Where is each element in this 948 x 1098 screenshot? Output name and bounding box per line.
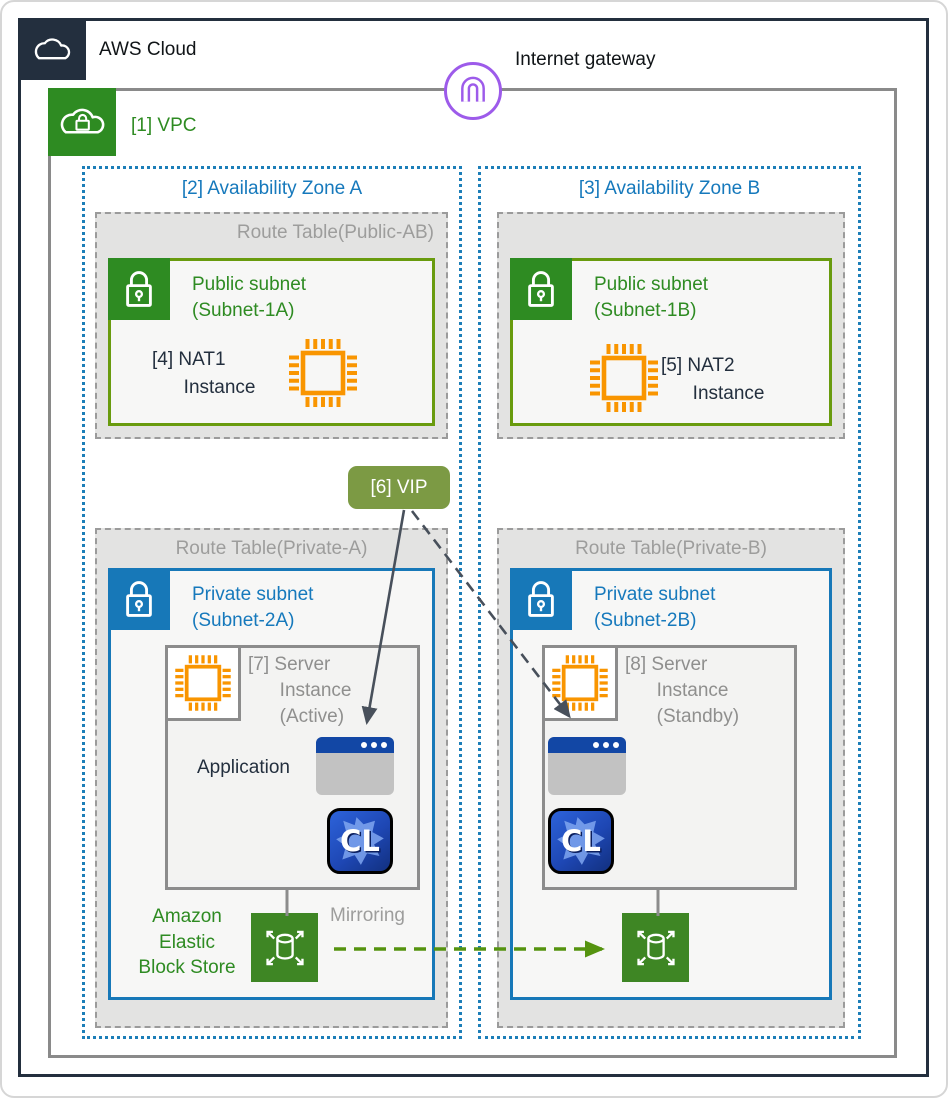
availability-zone-b: [3] Availability Zone B Public subnet (S…	[478, 166, 861, 1039]
server-standby-label: [8] Server Instance (Standby)	[625, 654, 740, 728]
app-window-titlebar	[548, 737, 626, 753]
availability-zone-a-label: [2] Availability Zone A	[181, 178, 363, 199]
aws-cloud-label: AWS Cloud	[99, 39, 197, 60]
application-window-icon	[548, 737, 626, 795]
private-subnet-lock-icon	[108, 568, 170, 630]
private-subnet-2a-title: Private subnet (Subnet-2A)	[192, 584, 314, 632]
public-subnet-1b: Public subnet (Subnet-1B) [5] NAT2 Insta…	[510, 258, 832, 426]
nat2-instance-label: [5] NAT2 Instance	[661, 355, 765, 404]
private-subnet-lock-icon	[510, 568, 572, 630]
ebs-volume-icon-b	[622, 913, 689, 982]
route-table-private-b: Route Table(Private-B) Private subnet (S…	[497, 528, 845, 1028]
cluster-software-cl-icon: CL	[327, 808, 393, 874]
server-instance-active: [7] Server Instance (Active) Application…	[165, 645, 420, 890]
app-window-titlebar	[316, 737, 394, 753]
vpc-cloud-lock-icon	[48, 88, 116, 156]
application-label: Application	[197, 757, 290, 778]
cl-badge-text: CL	[340, 824, 380, 858]
route-table-private-b-title: Route Table(Private-B)	[575, 538, 767, 559]
private-subnet-2b: Private subnet (Subnet-2B) [8] Server In…	[510, 568, 832, 1000]
mirroring-label: Mirroring	[330, 905, 405, 926]
vpc-group: [1] VPC [2] Availability Zone A Route Ta…	[48, 88, 897, 1058]
route-table-public-b: Public subnet (Subnet-1B) [5] NAT2 Insta…	[497, 212, 845, 439]
internet-gateway-label: Internet gateway	[515, 49, 656, 70]
aws-cloud-group: AWS Cloud [1] VPC [2] Availability Zone …	[18, 18, 929, 1077]
server-chip-frame	[165, 645, 241, 721]
nat2-instance-chip-icon	[586, 340, 662, 416]
private-subnet-2a: Private subnet (Subnet-2A) [7] Server In…	[108, 568, 435, 1000]
server-chip-frame	[542, 645, 618, 721]
nat1-instance-label: [4] NAT1 Instance	[152, 349, 256, 398]
server-instance-standby: [8] Server Instance (Standby) CL	[542, 645, 797, 890]
route-table-public-ab-title: Route Table(Public-AB)	[236, 222, 434, 243]
public-subnet-1a-title: Public subnet (Subnet-1A)	[192, 274, 307, 322]
ebs-label: Amazon Elastic Block Store	[138, 906, 236, 979]
public-subnet-lock-icon	[108, 258, 170, 320]
route-table-private-a: Route Table(Private-A) Private subnet (S…	[95, 528, 448, 1028]
public-subnet-1b-title: Public subnet (Subnet-1B)	[594, 274, 709, 322]
route-table-public-ab: Route Table(Public-AB) Public subnet (Su…	[95, 212, 448, 439]
internet-gateway-icon	[444, 62, 502, 120]
application-window-icon	[316, 737, 394, 795]
route-table-private-a-title: Route Table(Private-A)	[175, 538, 368, 559]
vip-badge: [6] VIP	[348, 466, 450, 509]
public-subnet-lock-icon	[510, 258, 572, 320]
vpc-label: [1] VPC	[131, 115, 197, 136]
ebs-volume-icon-a	[251, 913, 318, 982]
cl-badge-text: CL	[561, 824, 601, 858]
cluster-software-cl-icon: CL	[548, 808, 614, 874]
availability-zone-b-label: [3] Availability Zone B	[578, 178, 761, 199]
server-active-label: [7] Server Instance (Active)	[248, 654, 352, 728]
vip-label: [6] VIP	[370, 476, 428, 498]
private-subnet-2b-title: Private subnet (Subnet-2B)	[594, 584, 716, 632]
nat1-instance-chip-icon	[285, 335, 361, 411]
public-subnet-1a: Public subnet (Subnet-1A) [4] NAT1 Insta…	[108, 258, 435, 426]
availability-zone-a: [2] Availability Zone A Route Table(Publ…	[82, 166, 462, 1039]
aws-cloud-icon	[18, 18, 86, 80]
